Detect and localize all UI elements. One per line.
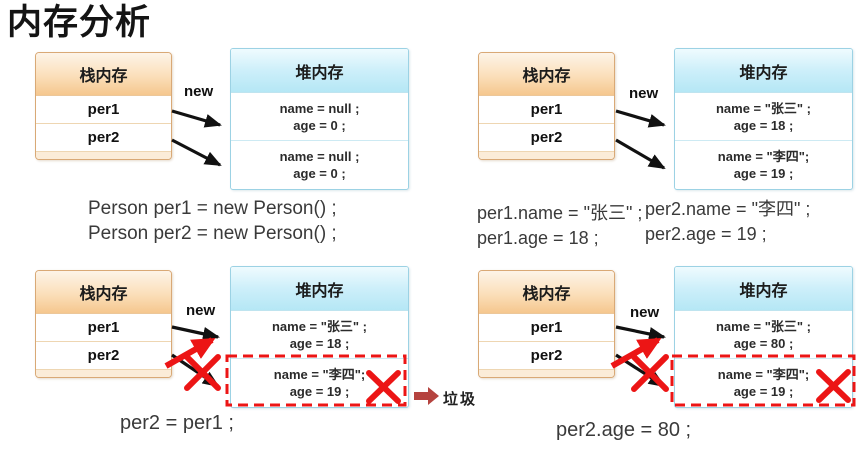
garbage-pointer-arrow-icon: [414, 387, 439, 405]
stack-footer: [479, 370, 614, 377]
stack-row-per2: per2: [479, 342, 614, 370]
code-block-top-left: Person per1 = new Person() ; Person per2…: [88, 196, 337, 246]
heap-object-name: name = null ;: [279, 100, 360, 116]
cross-icon-on-old-reference: [184, 354, 221, 391]
arrow-per1-to-heap1: [615, 109, 666, 128]
heap-object-2-garbage: name = "李四"; age = 19 ;: [675, 359, 852, 406]
code-block-bottom-left: per2 = per1 ;: [120, 411, 234, 436]
heap-object-age: age = 19 ;: [733, 383, 794, 399]
arrow-per1-to-heap1: [171, 325, 220, 341]
new-label: new: [630, 304, 660, 321]
arrow-per2-to-heap2: [171, 138, 222, 167]
stack-row-per1: per1: [36, 314, 171, 342]
code-line: per2.name = "李四" ;: [645, 199, 811, 219]
heap-object-age: age = 0 ;: [293, 117, 346, 133]
stack-footer: [36, 370, 171, 377]
heap-object-age: age = 0 ;: [293, 165, 346, 181]
garbage-label: 垃圾: [443, 391, 478, 408]
heap-object-2-garbage: name = "李四"; age = 19 ;: [231, 359, 408, 406]
code-line: Person per1 = new Person() ;: [88, 198, 337, 219]
stack-table-bottom-right: 栈内存 per1 per2: [478, 270, 615, 378]
heap-object-age: age = 18 ;: [733, 117, 794, 133]
cross-icon-on-old-reference: [631, 354, 669, 392]
code-block-top-right-col1: per1.name = "张三" ; per1.age = 18 ;: [477, 201, 642, 251]
stack-table-bottom-left: 栈内存 per1 per2: [35, 270, 172, 378]
heap-table-top-right: 堆内存 name = "张三" ; age = 18 ; name = "李四"…: [674, 48, 853, 190]
heap-table-bottom-right: 堆内存 name = "张三" ; age = 80 ; name = "李四"…: [674, 266, 853, 408]
heap-object-age: age = 18 ;: [289, 335, 350, 351]
arrow-per1-to-heap1: [615, 325, 666, 341]
new-label: new: [184, 83, 214, 100]
heap-object-2: name = null ; age = 0 ;: [231, 141, 408, 188]
heap-object-name: name = "张三" ;: [715, 100, 812, 116]
new-label: new: [629, 85, 659, 102]
heap-object-age: age = 19 ;: [733, 165, 794, 181]
heap-header: 堆内存: [675, 49, 852, 93]
heap-header: 堆内存: [231, 49, 408, 93]
heap-object-2: name = "李四"; age = 19 ;: [675, 141, 852, 188]
red-arrow-per2-to-heap1: [610, 337, 662, 369]
new-label: new: [186, 302, 216, 319]
heap-table-bottom-left: 堆内存 name = "张三" ; age = 18 ; name = "李四"…: [230, 266, 409, 408]
stack-header: 栈内存: [36, 53, 171, 96]
heap-header: 堆内存: [675, 267, 852, 311]
heap-object-1: name = "张三" ; age = 18 ;: [675, 93, 852, 141]
heap-object-name: name = "张三" ;: [271, 318, 368, 334]
stack-row-per1: per1: [36, 96, 171, 124]
stack-header: 栈内存: [36, 271, 171, 314]
code-line: per1.age = 18 ;: [477, 228, 599, 248]
stack-row-per1: per1: [479, 96, 614, 124]
stack-header: 栈内存: [479, 53, 614, 96]
arrow-per2-to-heap2-old: [171, 353, 220, 388]
arrow-per2-to-heap2-old: [615, 353, 666, 388]
heap-object-name: name = "张三" ;: [715, 318, 812, 334]
heap-object-age: age = 19 ;: [289, 383, 350, 399]
code-line: per1.name = "张三" ;: [477, 203, 643, 223]
code-line: per2.age = 80 ;: [556, 419, 692, 441]
stack-header: 栈内存: [479, 271, 614, 314]
stack-footer: [479, 152, 614, 159]
code-line: per2.age = 19 ;: [645, 224, 767, 244]
heap-object-1: name = "张三" ; age = 18 ;: [231, 311, 408, 359]
stack-row-per2: per2: [36, 124, 171, 152]
heap-object-name: name = null ;: [279, 148, 360, 164]
heap-object-name: name = "李四";: [717, 148, 810, 164]
stack-row-per1: per1: [479, 314, 614, 342]
stack-table-top-left: 栈内存 per1 per2: [35, 52, 172, 160]
code-block-top-right-col2: per2.name = "李四" ; per2.age = 19 ;: [645, 197, 810, 247]
code-line: per2 = per1 ;: [120, 412, 234, 434]
arrow-per1-to-heap1: [171, 109, 222, 128]
heap-header: 堆内存: [231, 267, 408, 311]
stack-row-per2: per2: [479, 124, 614, 152]
page-title: 内存分析: [7, 3, 152, 42]
heap-object-1: name = null ; age = 0 ;: [231, 93, 408, 141]
stack-footer: [36, 152, 171, 159]
heap-object-name: name = "李四";: [273, 366, 366, 382]
arrow-per2-to-heap2: [615, 138, 666, 170]
heap-object-name: name = "李四";: [717, 366, 810, 382]
heap-table-top-left: 堆内存 name = null ; age = 0 ; name = null …: [230, 48, 409, 190]
code-line: Person per2 = new Person() ;: [88, 223, 337, 244]
code-block-bottom-right: per2.age = 80 ;: [556, 418, 691, 443]
red-arrow-per2-to-heap1: [164, 337, 216, 369]
stack-row-per2: per2: [36, 342, 171, 370]
stack-table-top-right: 栈内存 per1 per2: [478, 52, 615, 160]
heap-object-1: name = "张三" ; age = 80 ;: [675, 311, 852, 359]
heap-object-age: age = 80 ;: [733, 335, 794, 351]
